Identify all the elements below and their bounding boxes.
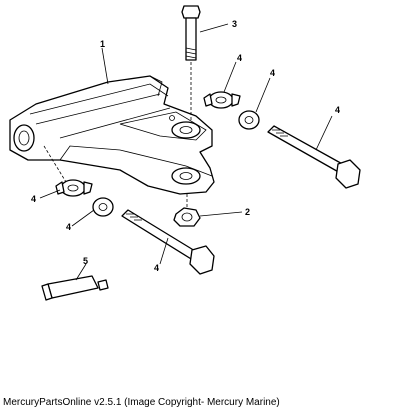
leader-4a	[223, 61, 237, 93]
callout-5: 5	[83, 256, 88, 266]
bolt-part-3	[181, 5, 201, 120]
leader-2	[199, 211, 243, 217]
wing-nut-top	[203, 91, 241, 109]
leader-4d	[39, 189, 61, 199]
leader-5	[75, 263, 87, 281]
copyright-footer: MercuryPartsOnline v2.5.1 (Image Copyrig…	[3, 397, 280, 408]
callout-4-wing-nut-bottom: 4	[31, 194, 36, 204]
bracket-part-1	[9, 75, 215, 195]
washer-bottom	[92, 197, 114, 217]
leader-4b	[255, 77, 271, 113]
leader-4e	[71, 209, 95, 227]
callout-4-wing-nut-top: 4	[237, 53, 242, 63]
tube-part-5	[41, 275, 109, 301]
callout-3: 3	[232, 19, 237, 29]
leader-3	[199, 23, 229, 33]
long-bolt-right	[267, 125, 361, 189]
callout-4-washer-top: 4	[270, 68, 275, 78]
callout-4-bolt-right: 4	[335, 105, 340, 115]
leader-1	[101, 47, 109, 85]
callout-4-washer-bottom: 4	[66, 222, 71, 232]
washer-top	[238, 110, 260, 130]
callout-2: 2	[245, 207, 250, 217]
leader-4f	[159, 237, 169, 265]
callout-1: 1	[100, 39, 105, 49]
leader-4c	[315, 115, 333, 151]
long-bolt-bottom	[121, 209, 215, 275]
hex-nut-part-2	[173, 194, 201, 227]
callout-4-bolt-bottom: 4	[154, 263, 159, 273]
wing-nut-bottom	[43, 145, 93, 197]
